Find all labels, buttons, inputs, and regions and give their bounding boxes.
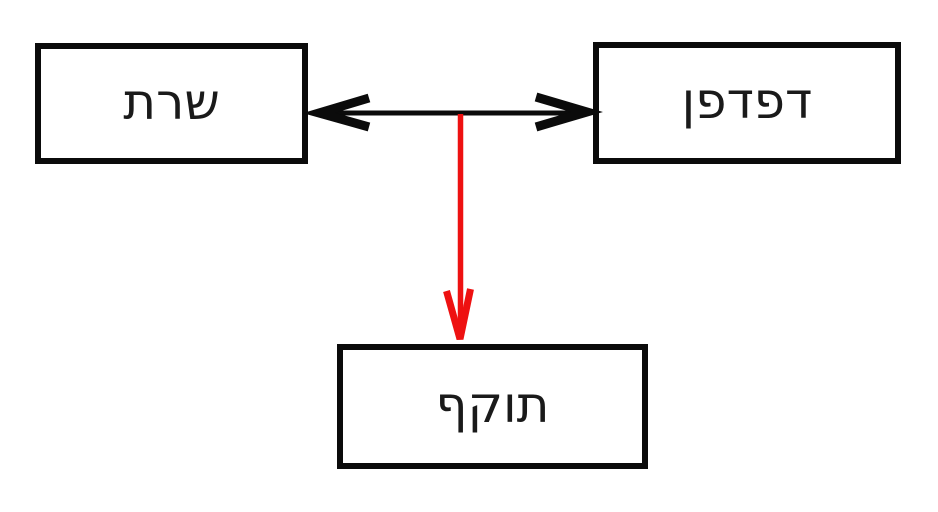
attack-arrow [443, 114, 474, 340]
down-arrowhead-icon [443, 288, 474, 340]
attacker-box: תוקף [337, 344, 648, 469]
browser-box: דפדפן [593, 42, 901, 164]
right-arrowhead-icon [534, 92, 603, 132]
bidirectional-arrow [302, 92, 603, 132]
server-label: שרת [123, 72, 220, 131]
left-arrowhead-icon [302, 93, 371, 132]
attacker-label: תוקף [435, 375, 550, 434]
browser-label: דפדפן [681, 72, 813, 130]
server-box: שרת [35, 43, 308, 164]
